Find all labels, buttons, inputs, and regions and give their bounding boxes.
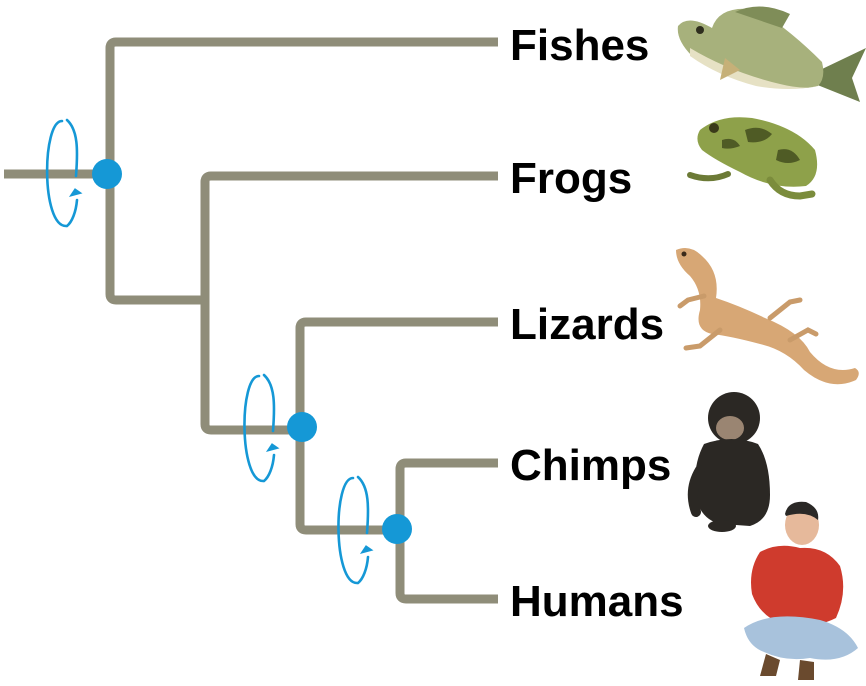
label-chimps: Chimps (510, 441, 671, 490)
label-lizards: Lizards (510, 300, 664, 349)
tree-branches (4, 42, 498, 599)
branch-humans (400, 530, 498, 599)
branch-amniotes (205, 300, 300, 430)
label-humans: Humans (510, 577, 684, 626)
branch-lizards (300, 322, 498, 430)
node-mammals (382, 514, 412, 544)
branch-frogs (205, 176, 498, 300)
lizard-icon (676, 248, 859, 384)
frog-icon (690, 117, 817, 196)
node-root (92, 159, 122, 189)
human-icon (744, 502, 858, 680)
fish-icon (678, 6, 866, 102)
branch-chimps (400, 463, 498, 530)
branch-tetrapods (110, 174, 205, 300)
rotation-arrows (47, 120, 373, 583)
taxon-labels: Fishes Frogs Lizards Chimps Humans (510, 21, 684, 626)
label-fishes: Fishes (510, 21, 649, 70)
branch-fishes (110, 42, 498, 174)
node-amniotes (287, 412, 317, 442)
label-frogs: Frogs (510, 154, 632, 203)
chimpanzee-icon (693, 392, 770, 532)
